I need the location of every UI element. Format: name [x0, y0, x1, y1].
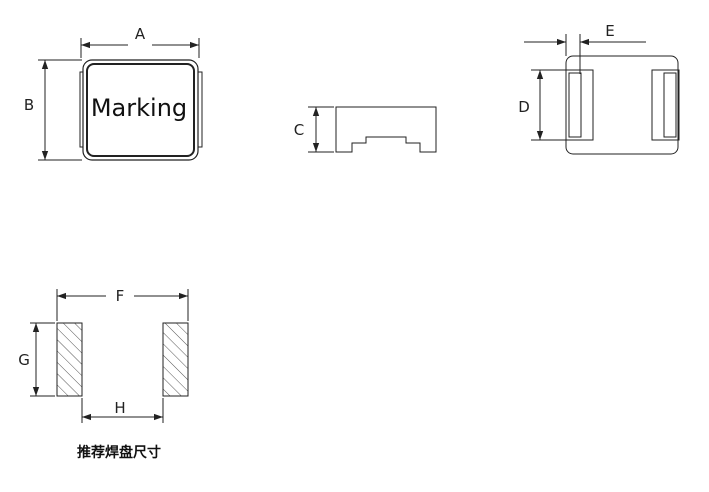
bottom-view: D E	[518, 22, 680, 155]
land-pattern-caption: 推荐焊盘尺寸	[77, 444, 161, 461]
bottom-view-left-pad-outer	[565, 69, 594, 141]
top-view: Marking A B	[24, 25, 203, 161]
bottom-view-right-pad-outer	[651, 69, 680, 141]
dim-e-label: E	[605, 22, 614, 40]
bottom-view-left-pad-inner	[568, 72, 582, 138]
land-pad-left	[56, 322, 83, 397]
bottom-view-right-pad-inner	[663, 72, 677, 138]
dim-c-label: C	[294, 121, 304, 139]
top-view-body-outer	[82, 59, 199, 161]
dim-g-label: G	[18, 351, 30, 369]
side-view-outline	[335, 106, 437, 153]
marking-text: Marking	[91, 94, 187, 122]
land-pattern: F G H 推荐焊盘尺寸	[18, 287, 189, 461]
dim-d-label: D	[518, 98, 530, 116]
side-view: C	[294, 106, 437, 153]
bottom-view-body	[565, 55, 679, 155]
top-view-body-inner	[86, 63, 195, 157]
dim-b-label: B	[24, 96, 34, 114]
dim-f-label: F	[116, 287, 125, 305]
land-pad-right	[162, 322, 189, 397]
dim-a-label: A	[135, 25, 146, 43]
dim-h-label: H	[114, 399, 125, 417]
